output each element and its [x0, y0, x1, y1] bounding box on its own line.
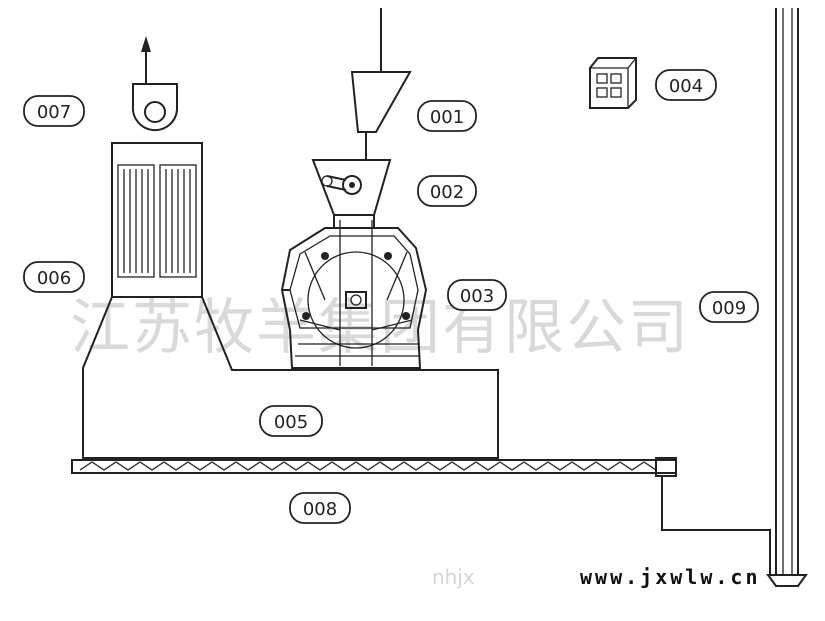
svg-text:004: 004	[669, 76, 703, 97]
svg-text:002: 002	[430, 182, 464, 203]
control-cabinet-icon	[589, 57, 637, 109]
watermark-site: www.jxwlw.cn	[580, 565, 761, 589]
exhaust-fan	[131, 36, 178, 132]
receiving-bin	[82, 296, 499, 459]
label-008: 008	[289, 492, 351, 524]
label-006: 006	[23, 261, 85, 293]
hammer-mill	[280, 215, 428, 369]
feed-hopper	[350, 8, 412, 160]
label-005: 005	[259, 405, 323, 437]
svg-text:007: 007	[37, 102, 71, 123]
svg-text:001: 001	[430, 107, 464, 128]
feeder-unit	[311, 159, 392, 216]
label-002: 002	[417, 175, 477, 207]
svg-text:008: 008	[303, 499, 337, 520]
label-007: 007	[23, 95, 85, 127]
vertical-duct	[766, 8, 808, 587]
label-003: 003	[447, 279, 507, 311]
screw-conveyor	[71, 457, 771, 575]
svg-text:003: 003	[460, 286, 494, 307]
svg-text:005: 005	[274, 412, 308, 433]
dust-collector	[111, 142, 203, 298]
watermark-faint: nhjx	[432, 565, 475, 589]
label-009: 009	[699, 291, 759, 323]
label-001: 001	[417, 100, 477, 132]
label-004: 004	[655, 69, 717, 101]
svg-text:006: 006	[37, 268, 71, 289]
svg-text:009: 009	[712, 298, 746, 319]
